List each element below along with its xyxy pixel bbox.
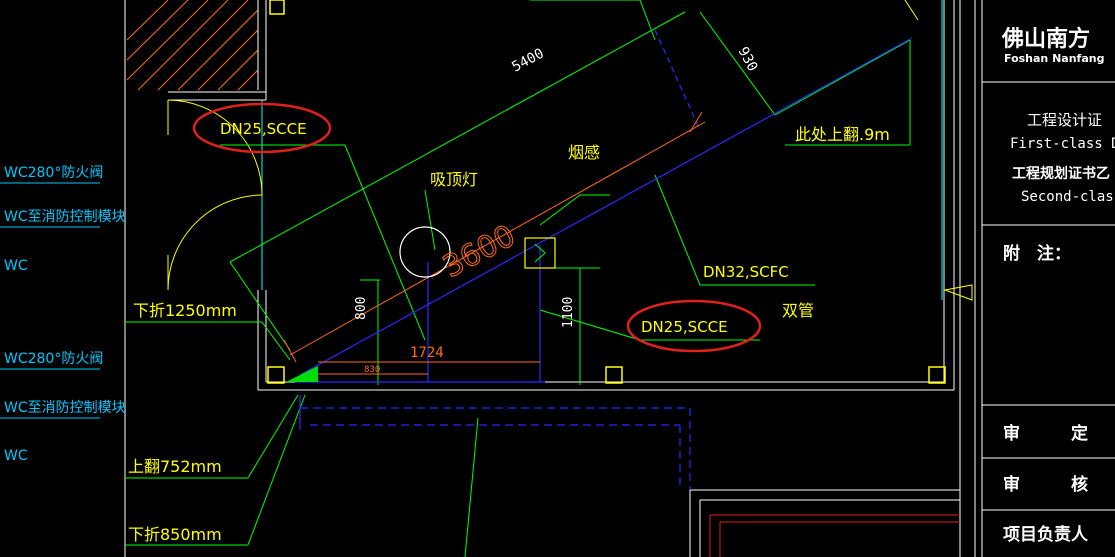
smoke-detector-glyph xyxy=(534,243,546,263)
cert-design: 工程设计证 xyxy=(1027,111,1102,129)
left-label-3: WC xyxy=(4,258,28,274)
label-ceiling-light: 吸顶灯 xyxy=(430,170,478,189)
door-swing xyxy=(167,99,263,291)
cyan-wall-lines xyxy=(261,0,943,300)
left-label-4: WC280°防火阀 xyxy=(4,351,103,367)
left-label-1: WC280°防火阀 xyxy=(4,165,103,181)
label-double-pipe: 双管 xyxy=(782,301,814,320)
title-block: 佛山南方 Foshan Nanfang 工程设计证 First-class De… xyxy=(974,0,1115,557)
orange-dimension-lines xyxy=(283,111,706,375)
label-dn25-top: DN25,SCCE xyxy=(220,120,307,138)
project-lead-label: 项目负责人 xyxy=(1003,524,1089,545)
dim-1724: 1724 xyxy=(410,345,444,361)
riser-symbol[interactable] xyxy=(286,366,318,382)
label-down-850: 下折850mm xyxy=(128,525,222,544)
approve-label: 审 定 xyxy=(1003,423,1088,444)
ceiling-light-symbol[interactable] xyxy=(399,226,451,278)
dim-830: 830 xyxy=(364,365,380,375)
company-name-cn: 佛山南方 xyxy=(1001,26,1090,52)
dim-5400: 5400 xyxy=(509,46,546,76)
right-wall-marks xyxy=(904,0,973,301)
label-dn25-right: DN25,SCCE xyxy=(641,318,728,336)
highlight-dn25-right xyxy=(626,299,762,353)
label-dn32: DN32,SCFC xyxy=(703,263,789,281)
left-label-2: WC至消防控制模块 xyxy=(4,209,126,225)
review-label: 审 核 xyxy=(1003,474,1088,495)
notes-label: 附 注： xyxy=(1003,243,1071,264)
walls xyxy=(124,0,961,557)
label-turn-up-here: 此处上翻.9m xyxy=(795,125,890,144)
dim-800: 800 xyxy=(354,297,369,320)
label-up-752: 上翻752mm xyxy=(128,457,222,476)
blue-pipes xyxy=(295,29,913,490)
cert-planning: 工程规划证书乙 xyxy=(1012,165,1110,182)
left-label-6: WC xyxy=(4,448,28,464)
left-label-5: WC至消防控制模块 xyxy=(4,400,126,416)
columns xyxy=(267,0,946,384)
red-inner-wall xyxy=(709,514,960,557)
left-label-group: WC280°防火阀 WC至消防控制模块 WC WC280°防火阀 WC至消防控制… xyxy=(0,165,126,464)
cert-planning-en: Second-clas xyxy=(1021,189,1114,205)
dim-3600: 3600 xyxy=(437,218,521,285)
label-smoke-detector: 烟感 xyxy=(568,143,600,162)
cert-design-en: First-class De xyxy=(1010,136,1115,152)
highlight-dn25-top xyxy=(192,102,332,154)
dim-1100: 1100 xyxy=(561,297,576,328)
smoke-detector-symbol[interactable] xyxy=(524,237,556,269)
label-down-1250: 下折1250mm xyxy=(133,301,237,320)
hatch-area xyxy=(126,0,259,91)
company-name-en: Foshan Nanfang xyxy=(1004,52,1104,65)
leader-lines xyxy=(125,0,911,557)
dim-930: 930 xyxy=(734,44,760,74)
